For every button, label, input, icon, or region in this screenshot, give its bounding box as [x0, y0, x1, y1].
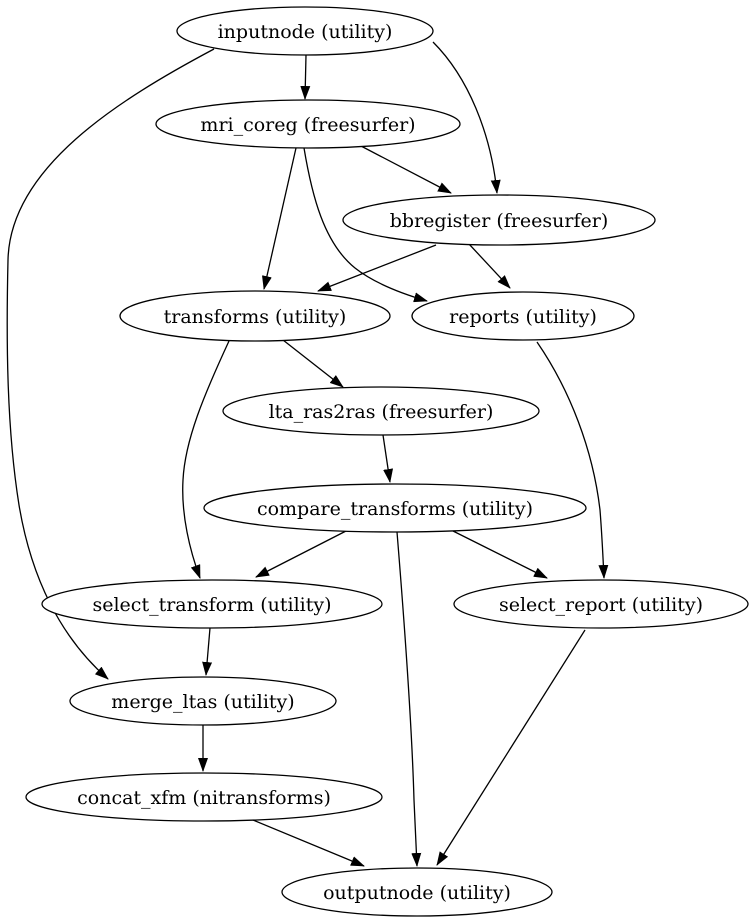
edge-inputnode-to-bbregister	[432, 41, 501, 194]
node-merge_ltas-ellipse	[69, 676, 337, 726]
node-select_transform: select_transform (utility)	[41, 579, 383, 629]
edge-compare_transforms-to-select_transform	[255, 530, 347, 578]
node-inputnode: inputnode (utility)	[176, 6, 434, 56]
node-inputnode-label: inputnode (utility)	[218, 21, 393, 43]
node-compare_transforms-ellipse	[203, 483, 587, 533]
edge-lta_ras2ras-to-compare_transforms	[382, 434, 394, 483]
node-lta_ras2ras-ellipse	[222, 386, 540, 436]
edge-mri_coreg-to-reports	[303, 147, 428, 303]
node-outputnode-ellipse	[281, 867, 553, 917]
node-select_transform-ellipse	[41, 579, 383, 629]
edge-bbregister-to-transforms	[317, 244, 437, 292]
edge-bbregister-to-reports	[468, 243, 511, 289]
node-concat_xfm-label: concat_xfm (nitransforms)	[77, 787, 331, 809]
edge-transforms-to-lta_ras2ras	[282, 339, 344, 388]
node-select_transform-label: select_transform (utility)	[92, 594, 331, 616]
node-concat_xfm: concat_xfm (nitransforms)	[25, 772, 383, 822]
edge-concat_xfm-to-outputnode	[252, 819, 365, 867]
node-compare_transforms-label: compare_transforms (utility)	[257, 498, 533, 520]
node-lta_ras2ras-label: lta_ras2ras (freesurfer)	[269, 401, 494, 423]
edge-compare_transforms-to-outputnode	[396, 531, 422, 867]
edge-mri_coreg-to-transforms	[262, 147, 297, 290]
edge-inputnode-to-mri_coreg	[300, 54, 311, 100]
node-reports-ellipse	[411, 291, 635, 341]
edge-compare_transforms-to-select_report	[452, 530, 548, 579]
edge-inputnode-to-merge_ltas	[6, 48, 215, 680]
node-concat_xfm-ellipse	[25, 772, 383, 822]
node-transforms-label: transforms (utility)	[164, 306, 347, 328]
node-select_report-label: select_report (utility)	[499, 594, 703, 616]
edge-mri_coreg-to-bbregister	[360, 145, 452, 194]
edges-layer	[6, 41, 609, 867]
node-bbregister-ellipse	[342, 194, 656, 246]
node-select_report: select_report (utility)	[453, 579, 749, 629]
node-transforms: transforms (utility)	[119, 290, 391, 342]
nodes-layer: inputnode (utility) mri_coreg (freesurfer…	[25, 6, 749, 917]
node-inputnode-ellipse	[176, 6, 434, 56]
node-reports: reports (utility)	[411, 291, 635, 341]
edge-transforms-to-select_transform	[182, 340, 230, 579]
node-merge_ltas-label: merge_ltas (utility)	[111, 691, 294, 713]
edge-select_report-to-outputnode	[436, 629, 586, 866]
node-lta_ras2ras: lta_ras2ras (freesurfer)	[222, 386, 540, 436]
node-transforms-ellipse	[119, 290, 391, 342]
node-bbregister: bbregister (freesurfer)	[342, 194, 656, 246]
node-reports-label: reports (utility)	[449, 306, 597, 328]
edge-reports-to-select_report	[536, 341, 609, 579]
node-compare_transforms: compare_transforms (utility)	[203, 483, 587, 533]
node-merge_ltas: merge_ltas (utility)	[69, 676, 337, 726]
node-outputnode: outputnode (utility)	[281, 867, 553, 917]
node-outputnode-label: outputnode (utility)	[323, 882, 511, 904]
edge-select_transform-to-merge_ltas	[202, 627, 213, 676]
node-mri_coreg-ellipse	[155, 99, 461, 149]
node-select_report-ellipse	[453, 579, 749, 629]
node-bbregister-label: bbregister (freesurfer)	[390, 210, 609, 232]
node-mri_coreg: mri_coreg (freesurfer)	[155, 99, 461, 149]
node-mri_coreg-label: mri_coreg (freesurfer)	[200, 114, 415, 136]
